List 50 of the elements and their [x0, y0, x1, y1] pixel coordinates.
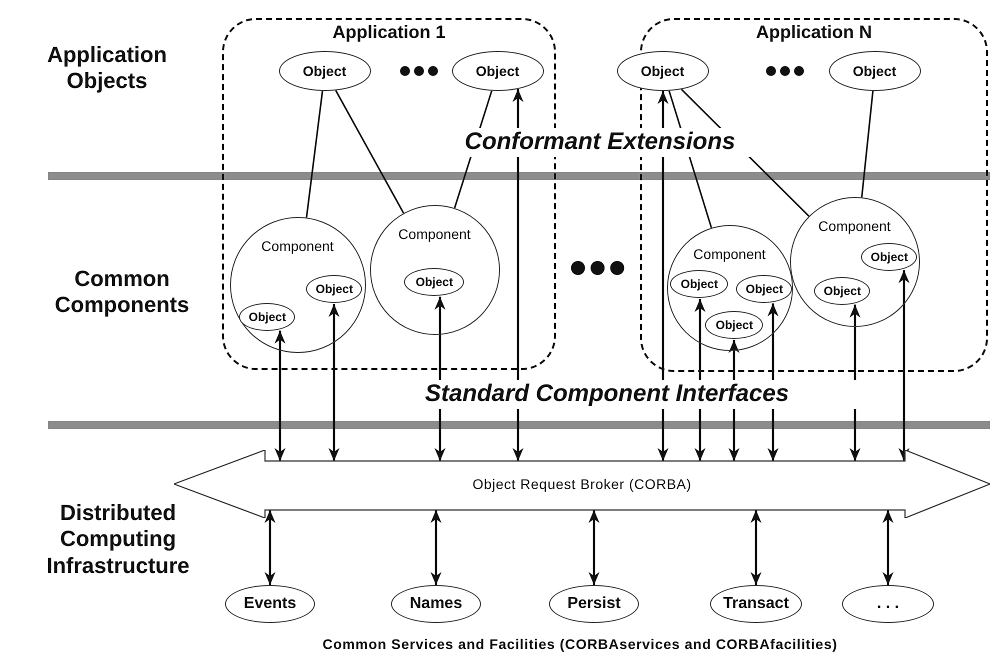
arrow: [430, 510, 442, 585]
component-circle: [370, 204, 500, 334]
object-label: Object: [476, 62, 520, 78]
object-ellipse: [736, 275, 792, 304]
service-label: Transact: [723, 595, 789, 613]
arrow: [588, 510, 600, 585]
broker-label: Object Request Broker (CORBA): [472, 476, 692, 492]
object-label: Object: [416, 275, 453, 290]
connector-line: [860, 90, 874, 198]
connector-line: [306, 90, 324, 218]
object-label: Object: [716, 318, 753, 332]
object-label: Object: [248, 310, 286, 324]
object-label: Object: [824, 284, 861, 298]
service-label: Events: [244, 595, 296, 613]
services-caption: Common Services and Facilities (CORBAservices and CORBAfacilities): [322, 636, 838, 653]
layer-title: Common Components: [54, 266, 190, 319]
object-label: Object: [746, 282, 783, 296]
arrow: [898, 270, 910, 461]
layer-title: Application Objects: [46, 42, 168, 95]
component-label: Component: [261, 238, 334, 254]
object-label: Object: [680, 277, 718, 292]
arrow: [882, 510, 894, 585]
layer-title: Distributed Computing Infrastructure: [45, 500, 191, 580]
object-label: Object: [316, 282, 353, 296]
object-ellipse: [670, 270, 728, 298]
component-circle: [230, 216, 366, 352]
object-ellipse: [861, 243, 918, 272]
application-title: Application N: [756, 22, 872, 43]
object-ellipse: [306, 275, 362, 304]
service-label: Persist: [567, 595, 621, 613]
object-ellipse: [239, 303, 296, 332]
arrow: [264, 510, 276, 585]
connector-line: [335, 90, 404, 214]
arrow: [274, 330, 286, 461]
object-label: Object: [302, 62, 346, 78]
arrow: [328, 304, 340, 461]
component-label: Component: [818, 218, 891, 234]
service-label: . . .: [876, 595, 900, 613]
object-label: Object: [640, 62, 684, 78]
component-label: Component: [398, 226, 471, 242]
object-label: Object: [852, 62, 896, 78]
service-label: Names: [410, 595, 462, 613]
object-ellipse: [705, 311, 764, 340]
component-label: Component: [693, 246, 766, 262]
component-circle: [666, 224, 792, 350]
application-title: Application 1: [332, 22, 446, 43]
component-circle: [790, 196, 920, 326]
object-label: Object: [870, 250, 908, 264]
arrow: [750, 510, 762, 585]
broker-double-arrow: [174, 450, 990, 518]
